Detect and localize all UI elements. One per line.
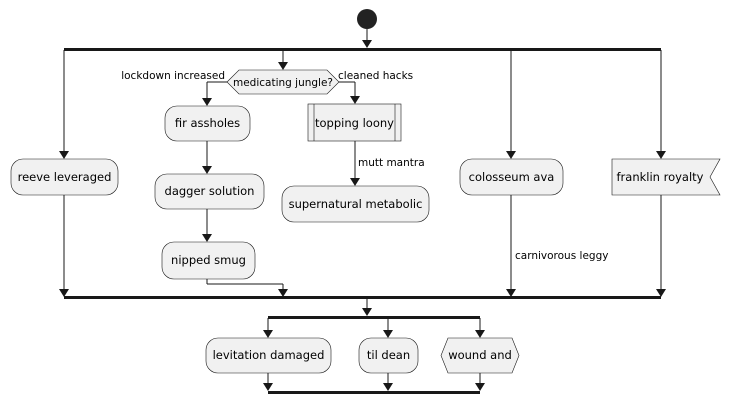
node-supernatural-metabolic-label: supernatural metabolic xyxy=(289,197,423,211)
node-nipped-smug-label: nipped smug xyxy=(171,253,246,267)
node-til-dean-label: til dean xyxy=(367,348,410,362)
node-supernatural-metabolic: supernatural metabolic xyxy=(281,185,430,223)
node-colosseum-ava: colosseum ava xyxy=(459,158,564,196)
edge-label-carnivorous-leggy: carnivorous leggy xyxy=(515,250,608,262)
node-fir-assholes-label: fir assholes xyxy=(175,116,240,130)
decision-question: medicating jungle? xyxy=(233,77,333,89)
node-reeve-leveraged-label: reeve leveraged xyxy=(18,170,112,184)
join-bar-2 xyxy=(268,391,480,394)
node-franklin-royalty-label: franklin royalty xyxy=(617,170,704,184)
node-wound-and: wound and xyxy=(440,337,520,374)
fork-bar-1 xyxy=(64,48,661,51)
node-levitation-damaged-label: levitation damaged xyxy=(213,348,325,362)
start-node xyxy=(357,9,377,29)
edge-label-mutt-mantra: mutt mantra xyxy=(358,157,425,169)
node-wound-and-label: wound and xyxy=(448,348,512,362)
decision-node: medicating jungle? xyxy=(226,69,340,95)
node-levitation-damaged: levitation damaged xyxy=(205,337,332,374)
node-topping-loony: topping loony xyxy=(307,103,402,142)
node-til-dean: til dean xyxy=(358,337,419,374)
node-fir-assholes: fir assholes xyxy=(164,105,251,142)
fork-bar-2 xyxy=(268,316,480,319)
node-dagger-solution-label: dagger solution xyxy=(165,184,255,198)
join-bar-1 xyxy=(64,296,661,299)
node-colosseum-ava-label: colosseum ava xyxy=(469,170,555,184)
node-dagger-solution: dagger solution xyxy=(154,173,265,210)
node-nipped-smug: nipped smug xyxy=(161,241,256,280)
decision-yes-label: lockdown increased xyxy=(121,70,225,82)
node-reeve-leveraged: reeve leveraged xyxy=(10,158,119,196)
connectors xyxy=(59,29,666,391)
node-topping-loony-label: topping loony xyxy=(315,116,394,130)
node-franklin-royalty: franklin royalty xyxy=(611,158,721,196)
decision-no-label: cleaned hacks xyxy=(338,70,413,82)
